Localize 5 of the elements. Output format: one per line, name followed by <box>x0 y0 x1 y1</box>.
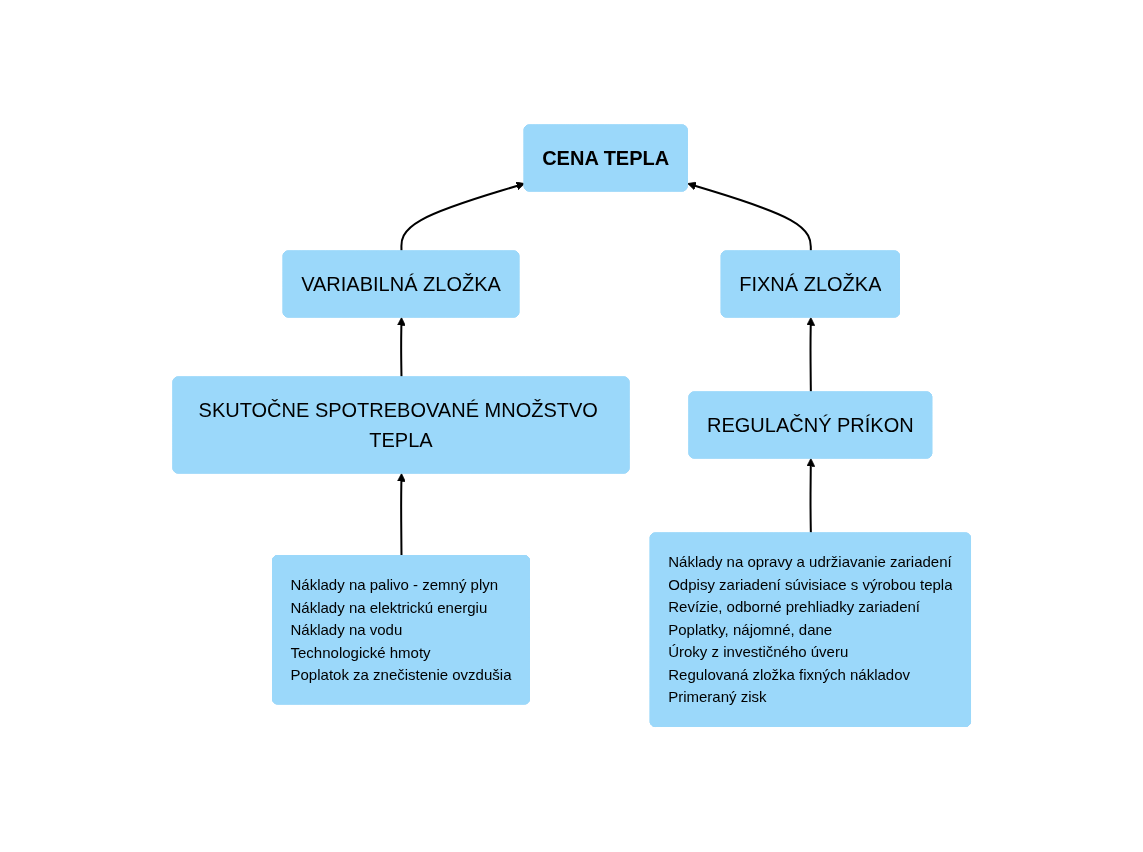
arrow <box>687 181 812 253</box>
arrow <box>396 317 406 379</box>
arrow <box>806 458 815 535</box>
arrow <box>806 317 815 394</box>
arrow <box>400 181 525 253</box>
